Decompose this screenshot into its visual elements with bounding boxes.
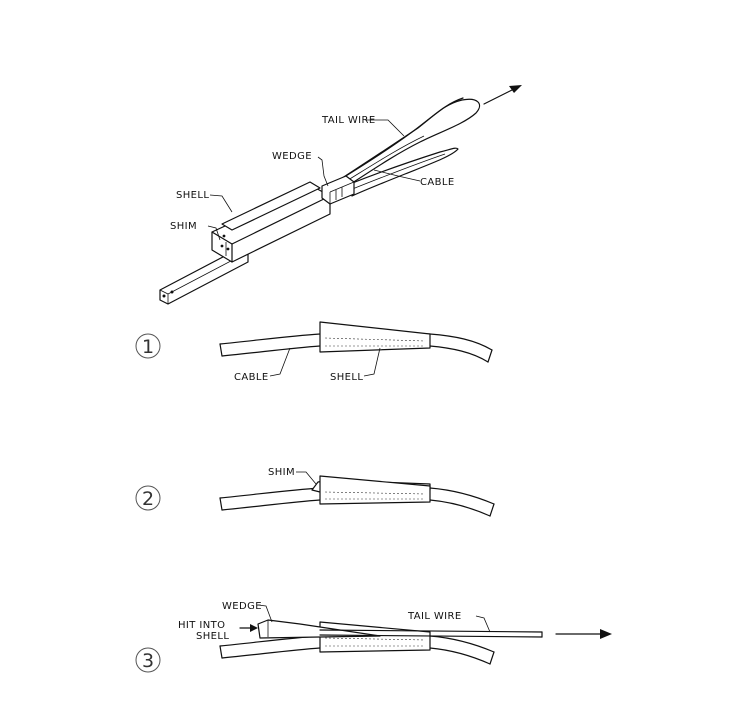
- step-3-number: 3: [142, 650, 155, 672]
- step-2: 2 SHIM: [135, 467, 495, 517]
- step-3-tail-wire-leader: [475, 615, 491, 633]
- wedge-label: WEDGE: [272, 151, 312, 162]
- shim-label: SHIM: [170, 221, 197, 232]
- step-3-tail-wire-label: TAIL WIRE: [407, 611, 462, 622]
- step-1-shell: [319, 321, 431, 353]
- step-3-wedge-leader: [257, 604, 273, 623]
- step-1: 1 CABLE SHELL: [135, 321, 493, 383]
- overview-assembly: TAIL WIRE WEDGE CABLE SHELL SHIM: [159, 85, 522, 305]
- cable-strap: [349, 147, 459, 197]
- step-1-shell-leader: [363, 347, 381, 377]
- step-3-hit-arrow: [239, 624, 258, 632]
- step-3-tail-wire: [319, 629, 543, 638]
- step-3-hit-label-line1: HIT INTO: [178, 620, 225, 631]
- overview-leaders: [207, 119, 421, 241]
- step-3-pull-arrow: [555, 629, 612, 639]
- step-2-shim-leader: [296, 471, 317, 485]
- step-3-shell: [319, 621, 431, 653]
- cable-label: CABLE: [420, 177, 455, 188]
- tail-wire-label: TAIL WIRE: [321, 115, 376, 126]
- step-2-shell: [319, 475, 431, 505]
- shell-label: SHELL: [176, 190, 209, 201]
- step-1-number: 1: [142, 336, 155, 358]
- step-1-cable-leader: [269, 347, 291, 377]
- step-3: 3 WEDGE H: [135, 601, 612, 673]
- step-2-shim-label: SHIM: [268, 467, 295, 478]
- step-1-cable-label: CABLE: [234, 372, 269, 383]
- wedge-piece: [321, 175, 355, 205]
- step-1-shell-label: SHELL: [330, 372, 363, 383]
- step-3-hit-label-line2: SHELL: [196, 631, 229, 642]
- step-3-number-circle: [135, 647, 161, 673]
- step-3-wedge-label: WEDGE: [222, 601, 262, 612]
- shell-body: [211, 181, 331, 263]
- pull-arrow-top: [483, 85, 522, 105]
- step-2-number-circle: [135, 485, 161, 511]
- step-2-number: 2: [142, 488, 155, 510]
- tail-wire-loop: [329, 97, 481, 195]
- step-1-number-circle: [135, 333, 161, 359]
